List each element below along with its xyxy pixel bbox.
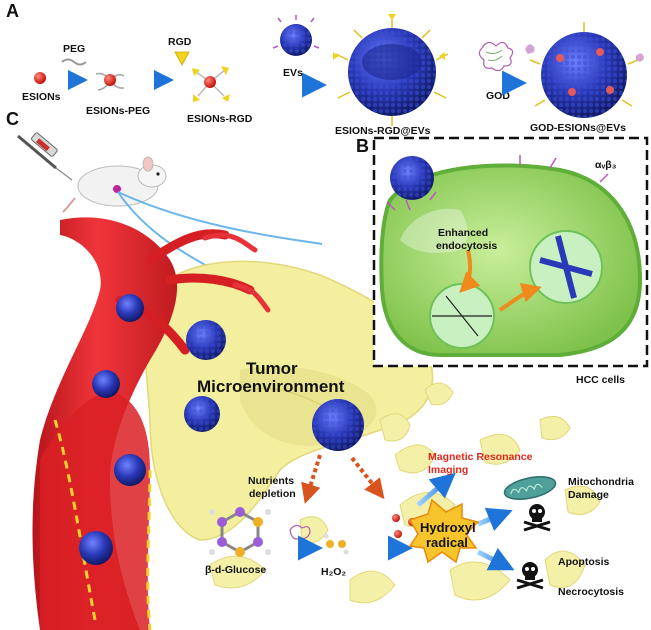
label-damage: Damage	[568, 489, 609, 501]
god-enzyme-icon	[478, 41, 514, 72]
label-enhanced: Enhanced	[438, 227, 488, 239]
arrow-to-apoptosis	[476, 547, 515, 571]
syringe-icon	[17, 132, 73, 181]
label-radical: radical	[426, 535, 468, 550]
glucose-molecule-icon	[209, 507, 271, 557]
label-nutrients: Nutrients	[248, 475, 294, 487]
label-mitochondria: Mitochondria	[568, 476, 634, 488]
esion-rgd-icon	[192, 66, 230, 102]
blood-vessel	[32, 217, 271, 630]
label-tumor: Tumor	[246, 359, 298, 378]
arrow-god-reaction	[350, 456, 385, 500]
hydroxyl-radical-burst	[408, 498, 480, 564]
esion-peg-icon	[95, 72, 125, 91]
h2o2-molecule-icon	[323, 533, 349, 555]
label-evs: EVs	[283, 67, 303, 79]
label-peg: PEG	[63, 43, 85, 55]
label-necrocytosis: Necrocytosis	[558, 586, 624, 598]
label-hcc-cells: HCC cells	[576, 374, 625, 386]
label-esions-peg: ESIONs-PEG	[86, 105, 150, 117]
skull-icon-apoptosis	[516, 562, 544, 590]
label-rgd: RGD	[168, 36, 192, 48]
label-mri-line2: Imaging	[428, 464, 468, 476]
rgd-icon	[174, 51, 190, 66]
label-endocytosis: endocytosis	[436, 240, 497, 252]
label-esions: ESIONs	[22, 91, 61, 103]
label-god: GOD	[486, 90, 510, 102]
label-apoptosis: Apoptosis	[558, 556, 609, 568]
god-esions-evs-particle-icon	[525, 22, 644, 118]
esions-rgd-evs-particle-icon	[333, 14, 449, 126]
mouse-icon	[62, 156, 167, 213]
panel-label-b: B	[356, 136, 369, 156]
nanoparticle-cluster	[79, 294, 364, 565]
label-hydroxyl: Hydroxyl	[420, 520, 476, 535]
god-enzyme-small-icon	[289, 524, 311, 540]
arrow-nutrients	[301, 454, 322, 504]
esion-core-icon	[34, 72, 46, 84]
mitochondria-icon	[503, 476, 557, 500]
zoom-line-2	[117, 191, 323, 245]
label-glucose: β-d-Glucose	[205, 564, 266, 576]
skull-icon-damage	[523, 504, 551, 532]
label-h2o2: H₂O₂	[321, 566, 346, 578]
panel-label-a: A	[6, 1, 19, 21]
arrow-to-mri	[416, 472, 456, 507]
label-depletion: depletion	[249, 488, 296, 500]
panel-b-inset	[372, 136, 649, 368]
label-esions-rgd-evs: ESIONs-RGD@EVs	[335, 125, 431, 137]
ev-vesicle-icon	[272, 15, 320, 56]
label-god-esions-evs: GOD-ESIONs@EVs	[530, 122, 626, 134]
label-microenvironment: Microenvironment	[197, 377, 345, 396]
label-esions-rgd: ESIONs-RGD	[187, 113, 253, 125]
peg-chain-icon	[61, 58, 87, 66]
panel-label-c: C	[6, 109, 19, 129]
label-integrin: αᵥβ₃	[595, 159, 617, 171]
arrow-to-mitochondria	[477, 507, 513, 532]
label-mri-line1: Magnetic Resonance	[428, 451, 533, 463]
